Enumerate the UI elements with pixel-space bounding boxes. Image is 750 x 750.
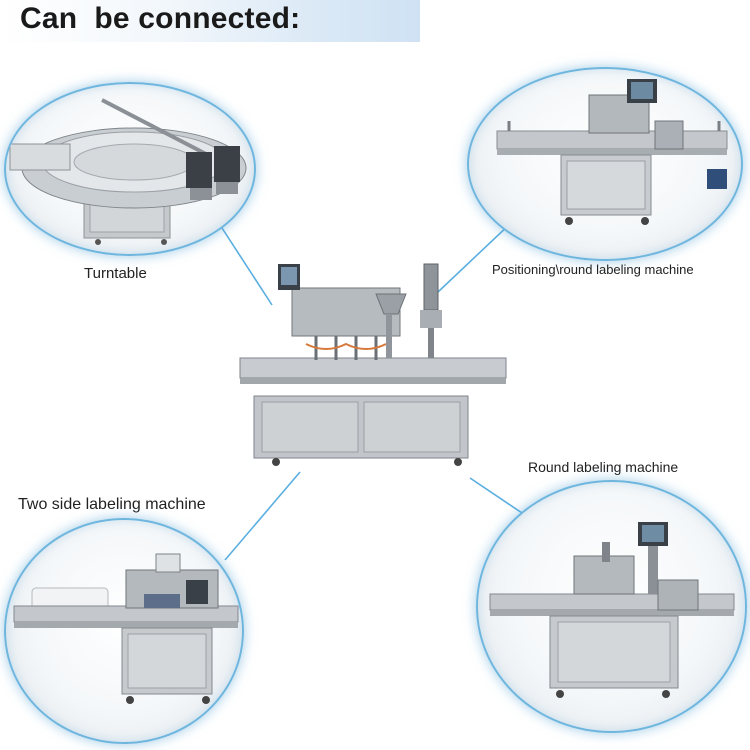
filling-capping-machine-illustration bbox=[239, 263, 507, 466]
connector-round bbox=[469, 477, 526, 516]
positioning-labeling-machine-illustration bbox=[496, 79, 728, 225]
label-round: Round labeling machine bbox=[528, 459, 679, 475]
two-side-labeling-machine-illustration bbox=[13, 553, 239, 704]
label-turntable: Turntable bbox=[84, 265, 147, 282]
turntable-machine-illustration bbox=[9, 98, 247, 245]
label-two-side: Two side labeling machine bbox=[18, 496, 206, 513]
round-labeling-machine-illustration bbox=[489, 522, 735, 698]
two-side-labeling-image bbox=[4, 518, 244, 744]
label-positioning: Positioning\round labeling machine bbox=[492, 262, 694, 277]
round-labeling-image bbox=[476, 480, 747, 733]
main-machine bbox=[236, 258, 512, 470]
connector-two-side bbox=[224, 471, 301, 561]
connector-turntable bbox=[221, 227, 273, 306]
positioning-labeling-image bbox=[467, 67, 743, 261]
page-title: Can be connected: bbox=[20, 2, 301, 35]
connector-positioning bbox=[437, 221, 513, 293]
turntable-image bbox=[4, 82, 256, 256]
header-banner: Can be connected: bbox=[0, 0, 420, 42]
